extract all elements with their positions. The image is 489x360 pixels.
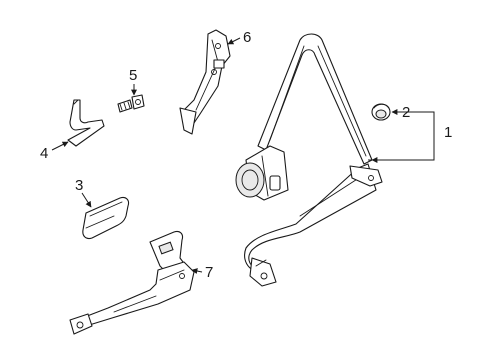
leader-lines <box>51 37 435 275</box>
callout-6: 6 <box>243 29 251 46</box>
callout-1: 1 <box>444 124 452 141</box>
callout-3: 3 <box>75 177 83 194</box>
trim-cover-part <box>82 196 130 240</box>
callout-4: 4 <box>40 145 48 162</box>
callout-2: 2 <box>402 104 410 121</box>
callout-7: 7 <box>205 264 213 281</box>
retractor-spool <box>235 162 265 198</box>
clip-part <box>371 103 391 121</box>
callout-labels: 1 2 3 4 5 6 7 <box>40 29 452 281</box>
anchor-rod-part <box>67 99 105 147</box>
seat-belt-retractor-assembly <box>235 33 383 287</box>
bolt-part <box>117 94 145 113</box>
height-adjuster-part <box>179 29 231 135</box>
buckle-part <box>69 230 195 335</box>
callout-5: 5 <box>129 67 137 84</box>
